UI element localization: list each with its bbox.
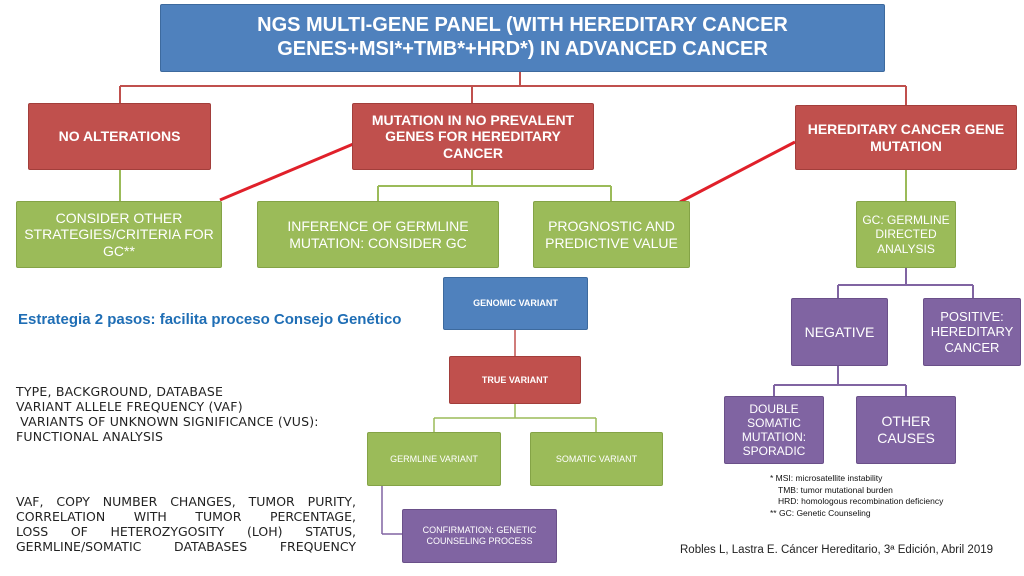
- positive-line-3: CANCER: [944, 339, 1000, 355]
- strategy-text: Estrategia 2 pasos: facilita proceso Con…: [18, 311, 402, 328]
- gc-germline-box: GC: GERMLINE DIRECTED ANALYSIS: [856, 201, 956, 268]
- other-causes-box: OTHER CAUSES: [856, 396, 956, 464]
- notes-variant-criteria: TYPE, BACKGROUND, DATABASE VARIANT ALLEL…: [16, 384, 366, 444]
- footnotes: * MSI: microsatellite instability TMB: t…: [770, 473, 1020, 519]
- notes2-line-3: LOSS OF HETEROZYGOSITY (LOH) STATUS,: [16, 524, 356, 539]
- hereditary-line-2: MUTATION: [870, 137, 942, 154]
- confirmation-line-2: COUNSELING PROCESS: [426, 536, 533, 546]
- footnote-msi: * MSI: microsatellite instability: [770, 473, 883, 483]
- notes1-line-3: VARIANTS OF UNKNOWN SIGNIFICANCE (VUS):: [16, 414, 319, 429]
- no-prevalent-line-2: GENES FOR HEREDITARY: [385, 128, 561, 145]
- negative-label: NEGATIVE: [804, 323, 875, 340]
- double-line-1: DOUBLE: [749, 401, 799, 416]
- notes2-line-2: CORRELATION WITH TUMOR PERCENTAGE,: [16, 509, 356, 524]
- no-alterations-label: NO ALTERATIONS: [58, 128, 181, 145]
- true-variant-label: TRUE VARIANT: [481, 374, 549, 385]
- no-prevalent-line-3: CANCER: [443, 144, 503, 161]
- title-box: NGS MULTI-GENE PANEL (WITH HEREDITARY CA…: [160, 4, 885, 72]
- footnote-hrd: HRD: homologous recombination deficiency: [778, 496, 944, 506]
- footnote-gc: ** GC: Genetic Counseling: [770, 507, 871, 518]
- no-alterations-box: NO ALTERATIONS: [28, 103, 211, 170]
- gc-germline-line-3: ANALYSIS: [877, 241, 935, 256]
- prognostic-line-1: PROGNOSTIC AND: [548, 217, 675, 234]
- double-line-4: SPORADIC: [742, 444, 806, 459]
- inference-line-1: INFERENCE OF GERMLINE: [287, 217, 469, 234]
- inference-box: INFERENCE OF GERMLINE MUTATION: CONSIDER…: [257, 201, 499, 268]
- no-prevalent-box: MUTATION IN NO PREVALENT GENES FOR HERED…: [352, 103, 594, 170]
- hereditary-line-1: HEREDITARY CANCER GENE: [807, 120, 1005, 137]
- positive-box: POSITIVE: HEREDITARY CANCER: [923, 298, 1021, 366]
- notes2-line-1: VAF, COPY NUMBER CHANGES, TUMOR PURITY,: [16, 494, 356, 509]
- notes1-line-1: TYPE, BACKGROUND, DATABASE: [16, 384, 224, 399]
- other-line-1: OTHER: [881, 413, 931, 430]
- prognostic-box: PROGNOSTIC AND PREDICTIVE VALUE: [533, 201, 690, 268]
- citation: Robles L, Lastra E. Cáncer Hereditario, …: [680, 544, 994, 556]
- consider-other-line-3: GC**: [103, 242, 135, 259]
- hereditary-mutation-box: HEREDITARY CANCER GENE MUTATION: [795, 105, 1017, 170]
- notes-germline-somatic-criteria: VAF, COPY NUMBER CHANGES, TUMOR PURITY, …: [16, 494, 356, 554]
- notes1-line-4: FUNCTIONAL ANALYSIS: [16, 429, 164, 444]
- true-variant-box: TRUE VARIANT: [449, 356, 581, 404]
- somatic-variant-label: SOMATIC VARIANT: [555, 453, 638, 464]
- confirmation-line-1: CONFIRMATION: GENETIC: [422, 525, 537, 536]
- positive-line-1: POSITIVE:: [940, 309, 1004, 324]
- somatic-variant-box: SOMATIC VARIANT: [530, 432, 663, 486]
- title-line-2: GENES+MSI*+TMB*+HRD*) IN ADVANCED CANCER: [277, 38, 768, 60]
- title-line-1: NGS MULTI-GENE PANEL (WITH HEREDITARY CA…: [257, 14, 788, 37]
- genomic-variant-box: GENOMIC VARIANT: [443, 277, 588, 330]
- germline-variant-box: GERMLINE VARIANT: [367, 432, 501, 486]
- consider-other-line-2: STRATEGIES/CRITERIA FOR: [24, 226, 214, 243]
- gc-germline-line-1: GC: GERMLINE: [862, 213, 950, 228]
- germline-variant-label: GERMLINE VARIANT: [390, 453, 478, 464]
- double-line-3: MUTATION:: [741, 430, 807, 444]
- inference-line-2: MUTATION: CONSIDER GC: [289, 234, 467, 251]
- consider-other-box: CONSIDER OTHER STRATEGIES/CRITERIA FOR G…: [16, 201, 222, 268]
- other-line-2: CAUSES: [877, 430, 935, 446]
- consider-other-line-1: CONSIDER OTHER: [55, 209, 183, 226]
- double-line-2: SOMATIC: [747, 415, 801, 430]
- confirmation-box: CONFIRMATION: GENETIC COUNSELING PROCESS: [402, 509, 557, 563]
- no-prevalent-line-1: MUTATION IN NO PREVALENT: [371, 111, 575, 128]
- positive-line-2: HEREDITARY: [930, 324, 1014, 340]
- notes1-line-2: VARIANT ALLELE FREQUENCY (VAF): [16, 399, 243, 414]
- footnote-tmb: TMB: tumor mutational burden: [778, 484, 893, 495]
- genomic-variant-label: GENOMIC VARIANT: [473, 298, 558, 309]
- gc-germline-line-2: DIRECTED: [875, 227, 937, 242]
- double-somatic-box: DOUBLE SOMATIC MUTATION: SPORADIC: [724, 396, 824, 464]
- negative-box: NEGATIVE: [791, 298, 888, 366]
- notes2-line-4: GERMLINE/SOMATIC DATABASES FREQUENCY: [16, 539, 356, 554]
- prognostic-line-2: PREDICTIVE VALUE: [545, 234, 678, 251]
